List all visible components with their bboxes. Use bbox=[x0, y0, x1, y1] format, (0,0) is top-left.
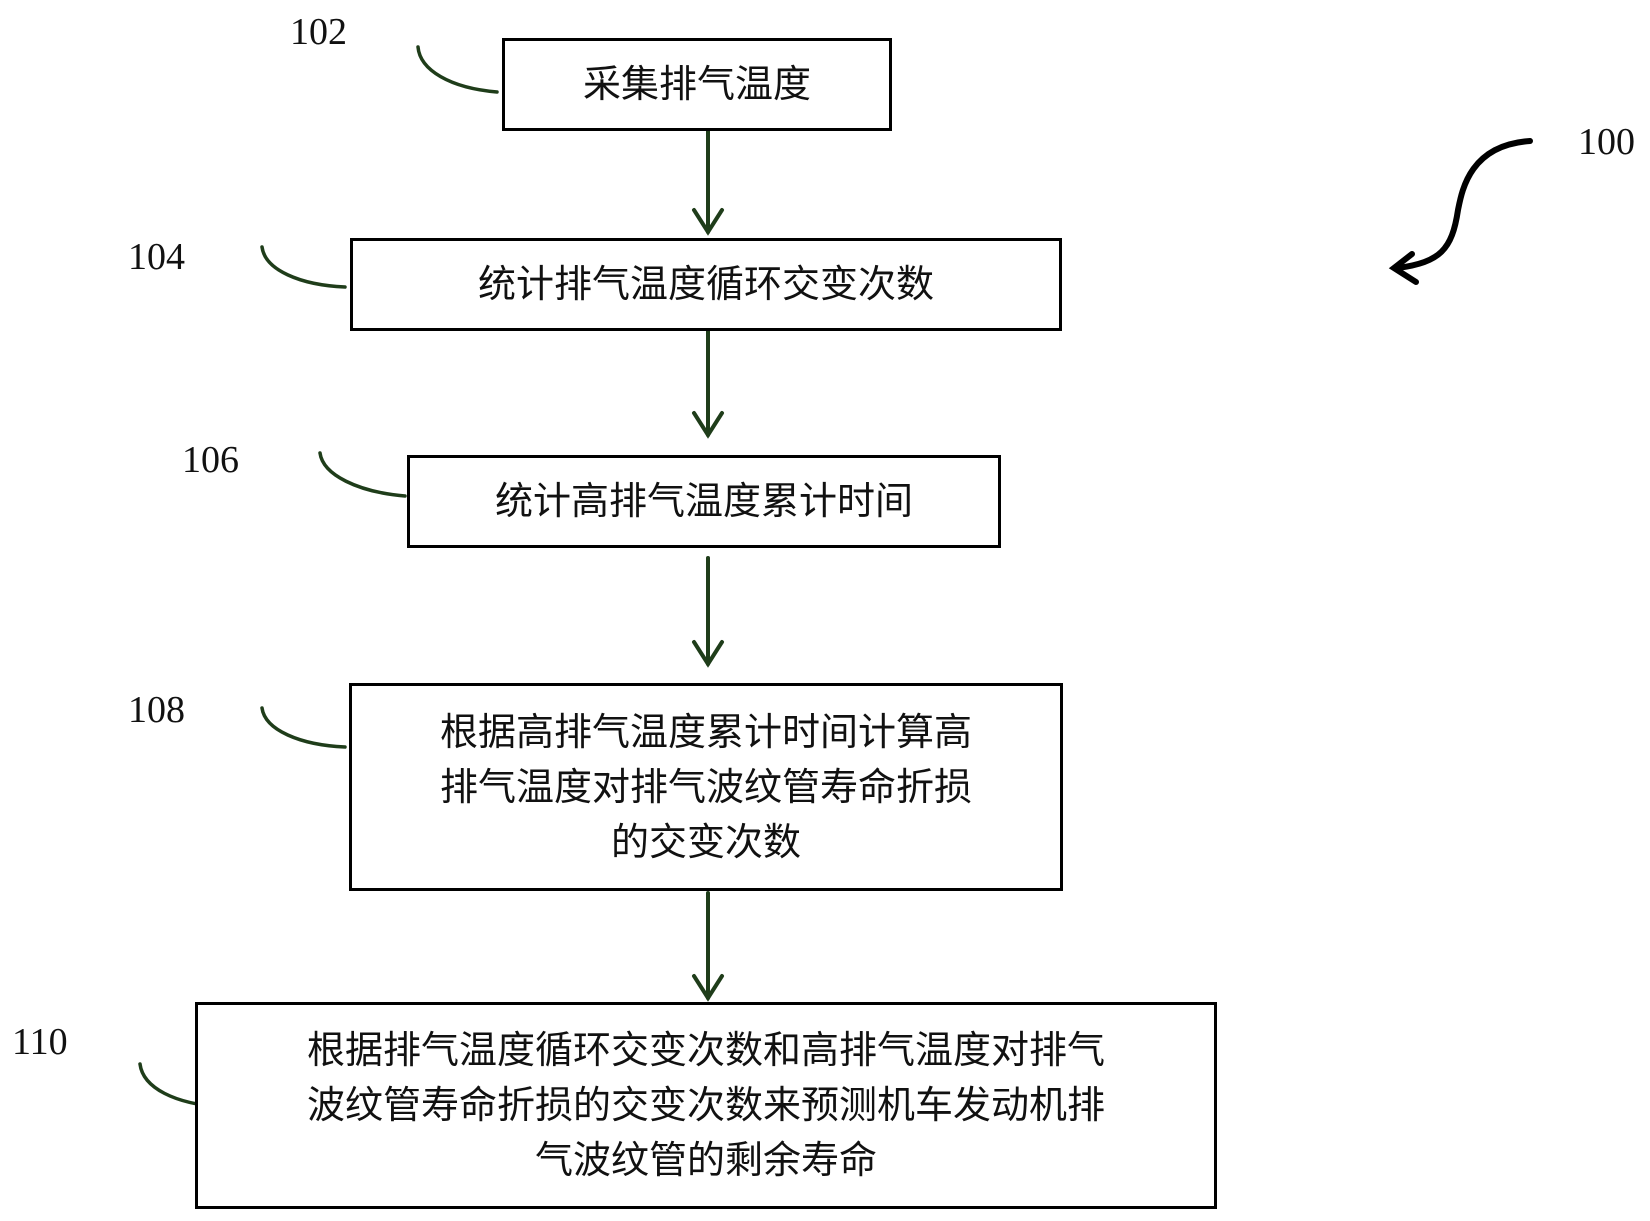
step-text-line: 的交变次数 bbox=[610, 819, 801, 864]
figure-pointer-arrow-head bbox=[1388, 251, 1419, 285]
leader-line-106 bbox=[318, 451, 407, 498]
step-box-106: 统计高排气温度累计时间 bbox=[407, 455, 1001, 548]
flow-arrow-1-head bbox=[692, 208, 724, 236]
step-text-line: 根据高排气温度累计时间计算高 bbox=[439, 709, 972, 754]
ref-label-110: 110 bbox=[12, 1021, 68, 1063]
step-box-108: 根据高排气温度累计时间计算高 排气温度对排气波纹管寿命折损 的交变次数 bbox=[349, 683, 1063, 891]
ref-label-108: 108 bbox=[128, 689, 185, 731]
leader-line-102 bbox=[416, 45, 499, 94]
ref-label-104: 104 bbox=[128, 236, 185, 278]
step-text: 统计高排气温度累计时间 bbox=[494, 479, 913, 523]
step-box-102: 采集排气温度 bbox=[502, 38, 892, 131]
flow-arrow-4-head bbox=[692, 974, 724, 1002]
step-text-line: 排气温度对排气波纹管寿命折损 bbox=[439, 764, 972, 809]
leader-line-108 bbox=[260, 706, 347, 749]
step-text-line: 气波纹管的剩余寿命 bbox=[534, 1138, 877, 1182]
ref-label-102: 102 bbox=[290, 11, 347, 53]
step-text-line: 根据排气温度循环交变次数和高排气温度对排气 bbox=[306, 1028, 1105, 1072]
step-text: 统计排气温度循环交变次数 bbox=[477, 262, 934, 306]
ref-label-106: 106 bbox=[182, 439, 239, 481]
leader-line-104 bbox=[260, 245, 347, 289]
step-text-line: 波纹管寿命折损的交变次数来预测机车发动机排 bbox=[306, 1083, 1105, 1127]
figure-pointer-arrow bbox=[1395, 138, 1533, 271]
step-box-104: 统计排气温度循环交变次数 bbox=[350, 238, 1062, 331]
figure-ref-label: 100 bbox=[1578, 121, 1635, 163]
step-text: 采集排气温度 bbox=[582, 62, 811, 106]
step-box-110: 根据排气温度循环交变次数和高排气温度对排气 波纹管寿命折损的交变次数来预测机车发… bbox=[195, 1002, 1217, 1209]
flow-arrow-3-head bbox=[692, 640, 724, 668]
flow-arrow-2-head bbox=[692, 411, 724, 439]
